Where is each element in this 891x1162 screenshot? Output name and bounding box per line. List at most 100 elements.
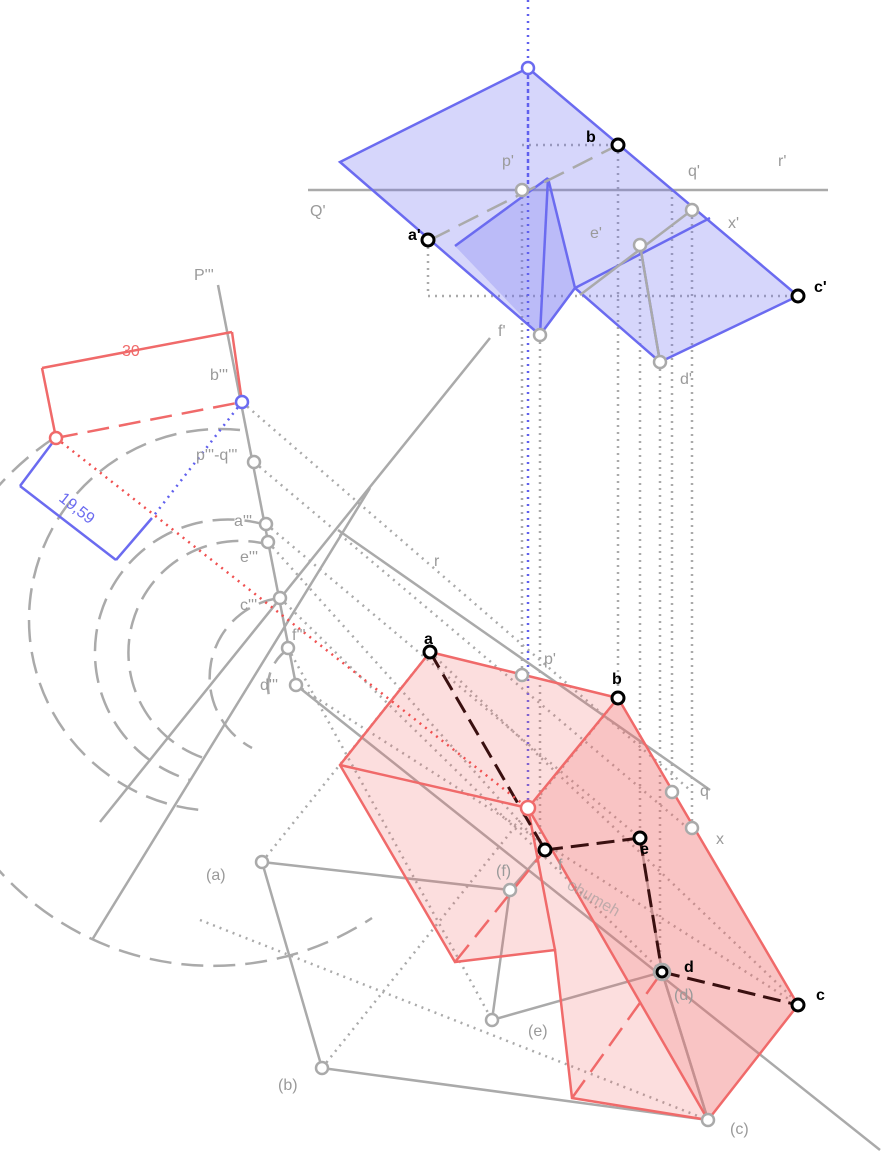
axis-diagonal-3 xyxy=(337,528,711,792)
label-a: a xyxy=(424,631,433,648)
arc-2 xyxy=(27,427,241,812)
label-P3: P''' xyxy=(194,267,214,284)
top-view-edge-2 xyxy=(527,697,619,809)
point-x xyxy=(684,820,700,836)
point-q xyxy=(664,784,680,800)
points xyxy=(48,60,806,1128)
section-line-e-d xyxy=(638,837,664,973)
projector-7 xyxy=(295,683,799,1007)
red-dim-line xyxy=(41,330,233,370)
label-b: b xyxy=(612,671,622,688)
red-true-length-projector xyxy=(55,437,529,809)
red-dim-ext-2 xyxy=(230,331,244,403)
label-f3: f''' xyxy=(292,627,306,644)
top-view-fill xyxy=(340,652,798,1120)
label-p: p' xyxy=(544,651,556,668)
top-view-edge-1 xyxy=(339,763,529,810)
point-f3 xyxy=(280,640,296,656)
blue-dim-line xyxy=(19,485,117,561)
point-p1 xyxy=(514,182,530,198)
top-view-edge-4 xyxy=(526,807,557,951)
blue-dim-text: 19,59 xyxy=(56,490,98,528)
front-view-edge-2 xyxy=(546,177,577,289)
label-a1: a' xyxy=(408,227,421,244)
projector-5 xyxy=(279,597,663,973)
point-b3 xyxy=(234,394,250,410)
axis-diagonal-1 xyxy=(99,337,491,823)
arc-5 xyxy=(208,596,281,750)
label-e3: e''' xyxy=(240,549,258,566)
label-f1: f' xyxy=(498,323,506,340)
label-pd: (d) xyxy=(674,987,694,1004)
dimension-blue: 19,59 xyxy=(19,437,153,561)
point-x1 xyxy=(684,202,700,218)
section-line-d-c xyxy=(661,970,799,1007)
dimension-red: 30 xyxy=(40,330,244,440)
blue-dim-ext-2 xyxy=(115,517,153,561)
point-d3 xyxy=(288,677,304,693)
label-pe: (e) xyxy=(528,1023,548,1040)
top-view-solid xyxy=(55,437,800,1122)
point-pa xyxy=(254,854,270,870)
point-f1 xyxy=(532,327,548,343)
point-d1 xyxy=(652,354,668,370)
point-pq3 xyxy=(246,454,262,470)
label-r1: r' xyxy=(778,153,786,170)
label-p1: p' xyxy=(502,153,514,170)
projector-11 xyxy=(429,651,801,1006)
label-e: e xyxy=(640,841,649,858)
label-d3: d''' xyxy=(260,677,278,694)
point-top-apex xyxy=(520,60,536,76)
label-pc: (c) xyxy=(730,1121,749,1138)
point-a1 xyxy=(420,232,436,248)
label-q1: q' xyxy=(688,163,700,180)
label-e1: e' xyxy=(590,225,602,242)
point-e3 xyxy=(260,534,276,550)
point-e1 xyxy=(632,237,648,253)
red-dim-ext-1 xyxy=(40,367,58,439)
gray-edge-2 xyxy=(660,971,710,1121)
front-view-hidden-2 xyxy=(579,209,693,296)
label-d: d xyxy=(684,959,694,976)
label-b3: b''' xyxy=(210,367,228,384)
point-c1 xyxy=(790,288,806,304)
label-a3: a''' xyxy=(234,513,252,530)
label-r3: r xyxy=(434,553,440,570)
front-view-hidden-3 xyxy=(638,244,662,363)
point-c3 xyxy=(272,590,288,606)
point-p xyxy=(514,667,530,683)
axis-diagonal-4 xyxy=(295,684,881,1151)
point-e xyxy=(632,830,648,846)
label-pf: (f) xyxy=(496,863,511,880)
point-pf xyxy=(502,882,518,898)
label-c3: c''' xyxy=(240,597,257,614)
point-b xyxy=(610,690,626,706)
labels-front-view: b p' q' r' Q' a' e' x' c' f' d' xyxy=(310,129,827,388)
red-dim-base xyxy=(55,400,243,440)
top-view-face-dark xyxy=(528,698,798,1120)
projector-3 xyxy=(265,523,641,839)
point-b1 xyxy=(610,137,626,153)
point-pb xyxy=(314,1060,330,1076)
projector-6 xyxy=(286,647,494,1021)
axis-diagonal-2 xyxy=(90,487,372,941)
section-line-f-e xyxy=(544,836,641,852)
point-center xyxy=(519,799,537,817)
point-d xyxy=(655,965,669,979)
label-x: x xyxy=(716,831,724,848)
arc-4 xyxy=(127,539,271,762)
red-dim-text: 30 xyxy=(122,343,140,360)
top-view-edge-3 xyxy=(526,807,710,1121)
point-dim-corner xyxy=(48,430,64,446)
label-f: f xyxy=(558,857,563,874)
point-c xyxy=(790,997,806,1013)
projector-9 xyxy=(321,697,619,1069)
point-a3 xyxy=(258,516,274,532)
label-Q1: Q' xyxy=(310,203,326,220)
label-x1: x' xyxy=(728,215,739,232)
front-view-fill xyxy=(340,68,798,362)
blue-dim-ext-1 xyxy=(19,437,57,487)
label-pq3: p'''-q''' xyxy=(196,447,237,464)
label-c1: c' xyxy=(814,279,827,296)
